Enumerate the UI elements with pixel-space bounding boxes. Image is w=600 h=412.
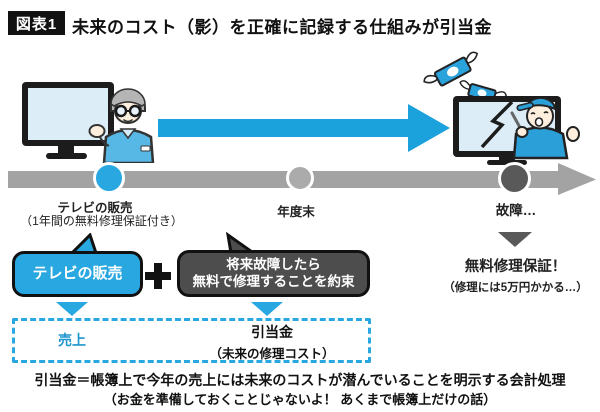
ledger-provision-label: 引当金 [251, 324, 293, 340]
down-arrow-icon [251, 302, 283, 316]
timeline-dot-breakdown [498, 162, 531, 195]
promise-bubble: 将来故障したら 無料で修理することを約束 [177, 250, 370, 297]
ledger-provision-note: （未来の修理コスト） [209, 347, 335, 361]
timeline-sublabel-sale: （1年間の無料修理保証付き） [20, 214, 183, 228]
footer-definition: 引当金＝帳簿上で今年の売上には未来のコストが潜んでいることを明示する会計処理 [34, 372, 566, 388]
big-blue-arrow-icon [158, 104, 450, 152]
salesperson [88, 88, 155, 163]
down-arrow-icon [56, 302, 88, 316]
ledger-revenue-label: 売上 [58, 332, 86, 348]
figure-badge: 図表1 [8, 11, 65, 35]
sale-bubble: テレビの販売 [12, 251, 143, 297]
promise-bubble-line2: 無料で修理することを約束 [192, 273, 355, 289]
timeline-label-breakdown: 故障… [495, 203, 537, 218]
timeline-label-sale: テレビの販売 [57, 201, 133, 215]
warranty-title: 無料修理保証！ [464, 259, 567, 275]
plus-icon [145, 263, 171, 289]
timeline-label-yearend: 年度末 [277, 205, 315, 219]
timeline-dot-yearend [286, 164, 314, 192]
figure-title: 未来のコスト（影）を正確に記録する仕組みが引当金 [72, 18, 492, 37]
repair-illustration [423, 51, 580, 165]
repairman [510, 96, 580, 160]
warranty-note: 無料修理保証！ （修理には5万円かかる…） [428, 255, 600, 295]
ledger-box [12, 318, 371, 363]
timeline-dot-sale [93, 162, 125, 194]
ledger-provision: 引当金 （未来の修理コスト） [172, 322, 372, 362]
tv-icon [22, 82, 114, 159]
seller-illustration [22, 82, 155, 163]
footer-caveat: （お金を準備しておくことじゃないよ！ あくまで帳簿上だけの話） [103, 392, 497, 407]
warranty-detail: （修理には5万円かかる…） [443, 282, 588, 294]
sale-bubble-label: テレビの販売 [32, 264, 123, 282]
promise-bubble-line1: 将来故障したら [226, 256, 321, 272]
down-arrow-icon [498, 232, 532, 247]
